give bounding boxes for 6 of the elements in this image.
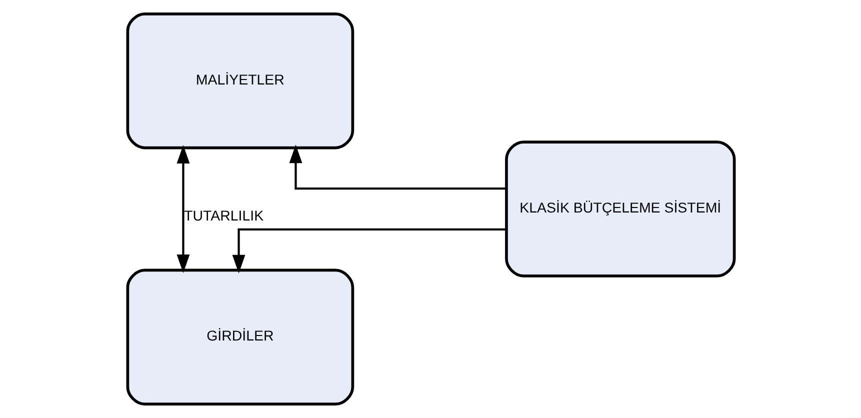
arrow: [176, 144, 190, 274]
arrow: [232, 228, 506, 274]
arrow: [288, 144, 506, 190]
node-box: GİRDİLER: [126, 268, 354, 406]
node-box: MALİYETLER: [126, 12, 354, 150]
node-box: KLASİK BÜTÇELEME SİSTEMİ: [504, 140, 736, 278]
